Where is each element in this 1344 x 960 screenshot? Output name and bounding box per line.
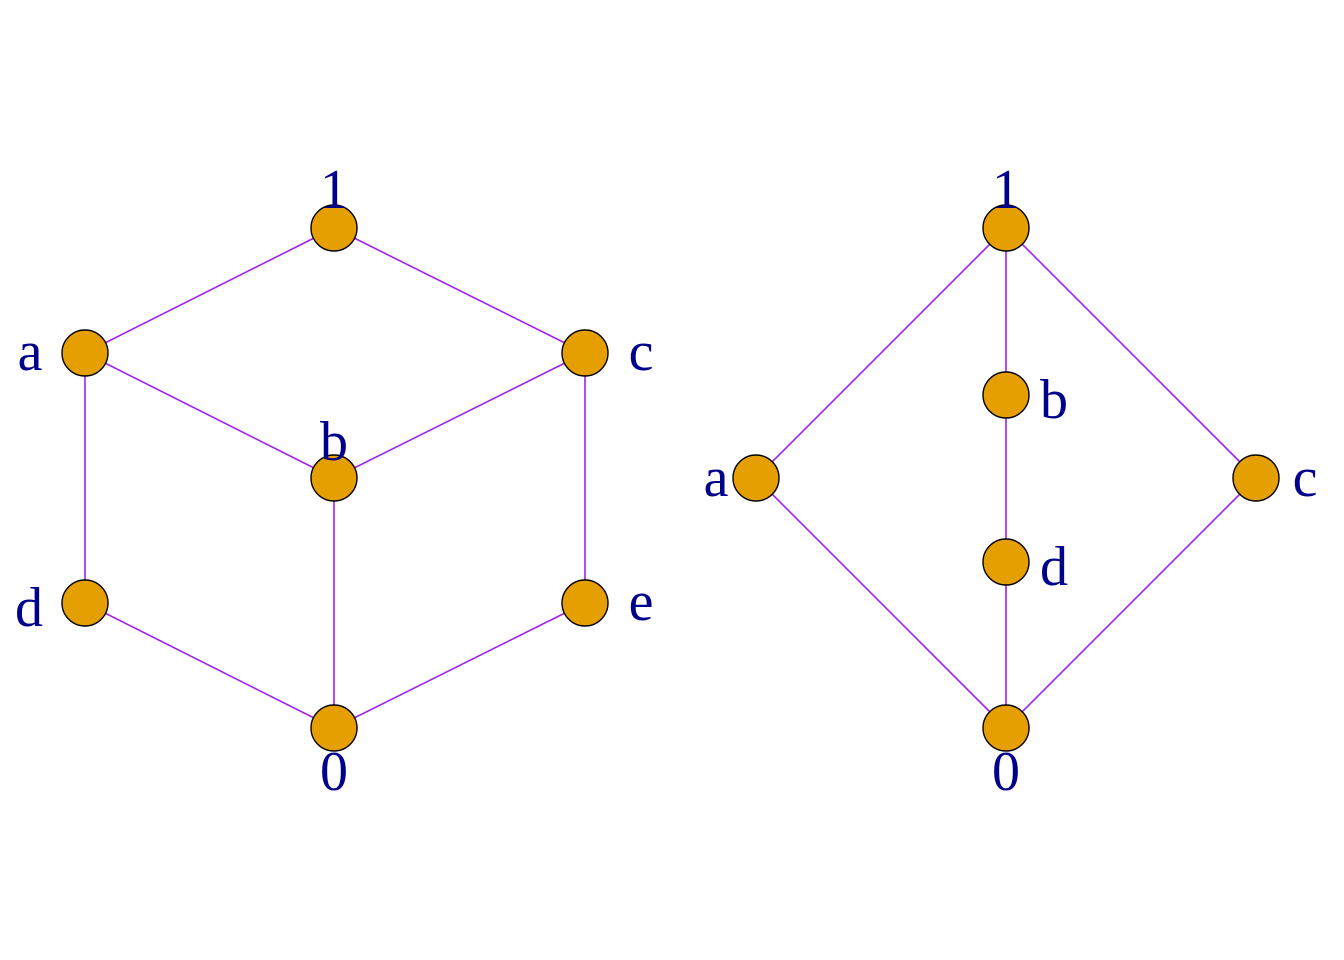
node-label-bottom: 0	[320, 741, 348, 803]
node-bottom	[982, 704, 1030, 752]
node-label-d: d	[15, 577, 43, 639]
edges-group	[755, 227, 1257, 729]
edge-top-a	[755, 227, 1007, 479]
labels-group: 1 b a c d 0	[704, 159, 1318, 803]
edge-top-a	[84, 227, 335, 354]
node-label-b: b	[320, 411, 348, 473]
edge-c-b	[333, 352, 586, 479]
node-a	[61, 329, 109, 377]
node-label-c: c	[1293, 447, 1318, 509]
edges-group	[84, 227, 586, 729]
edge-top-c	[1005, 227, 1257, 479]
node-label-d: d	[1040, 536, 1068, 598]
node-label-a: a	[704, 447, 729, 509]
edge-top-c	[333, 227, 586, 354]
node-bottom	[310, 704, 358, 752]
node-label-top: 1	[992, 159, 1020, 221]
node-top	[982, 204, 1030, 252]
node-label-a: a	[18, 321, 43, 383]
node-e	[561, 579, 609, 627]
edge-a-b	[84, 352, 335, 479]
edge-d-bottom	[84, 602, 335, 729]
node-label-top: 1	[320, 159, 348, 221]
node-a	[732, 454, 780, 502]
edge-a-bottom	[755, 477, 1007, 729]
nodes-group	[732, 204, 1280, 752]
edge-c-bottom	[1005, 477, 1257, 729]
node-b	[310, 454, 358, 502]
edge-e-bottom	[333, 602, 586, 729]
labels-group: 1 a c b d e 0	[15, 159, 653, 803]
node-c	[1232, 454, 1280, 502]
node-label-e: e	[629, 571, 654, 633]
nodes-group	[61, 204, 609, 752]
node-c	[561, 329, 609, 377]
node-d	[982, 538, 1030, 586]
node-label-c: c	[629, 321, 654, 383]
node-b	[982, 371, 1030, 419]
node-d	[61, 579, 109, 627]
node-top	[310, 204, 358, 252]
node-label-b: b	[1040, 369, 1068, 431]
node-label-bottom: 0	[992, 741, 1020, 803]
hexagon-lattice-diagram: 1 a c b d e 0	[15, 159, 653, 803]
diamond-lattice-diagram: 1 b a c d 0	[704, 159, 1318, 803]
